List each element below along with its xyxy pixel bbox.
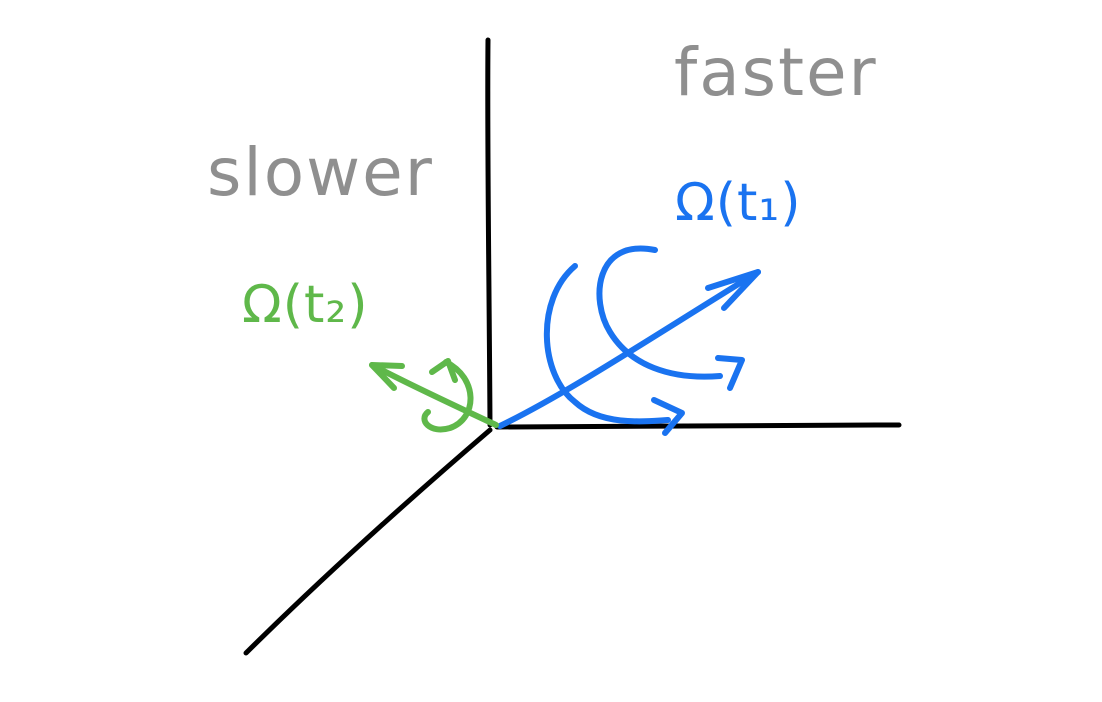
vertical-axis (485, 37, 493, 428)
omega-t2-rotation-arc (421, 359, 474, 433)
omega-t2-arc-arrowhead (429, 358, 458, 383)
omega-t1-outer-rotation-arc (596, 245, 723, 380)
omega-t2-axis-arrow (369, 362, 499, 428)
omega-t1-inner-rotation-arc (543, 263, 671, 425)
omega-t1-label: Ω(t₁) (675, 173, 802, 233)
omega-t1-inner-arc-arrowhead (651, 397, 685, 436)
omega-t2-label: Ω(t₂) (242, 275, 369, 335)
axes (243, 37, 902, 656)
omega-t1-outer-arc-arrowhead (715, 355, 745, 391)
omega-t2-vector (369, 358, 499, 433)
omega-t2-arrowhead (369, 362, 405, 391)
horizontal-axis (494, 422, 902, 430)
omega-t1-axis-arrow (497, 269, 761, 429)
omega-t1-arrowhead (705, 269, 761, 311)
faster-label: faster (674, 34, 878, 111)
diagonal-axis (243, 427, 493, 656)
slower-label: slower (207, 134, 434, 211)
omega-t1-vector (497, 245, 761, 436)
